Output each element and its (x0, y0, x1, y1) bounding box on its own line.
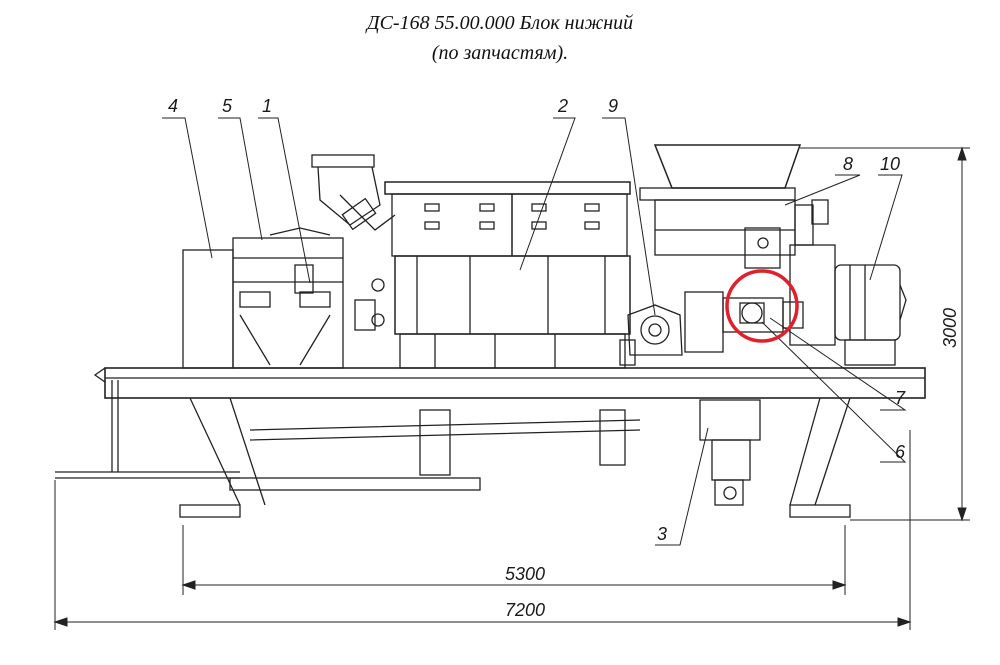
support-leg (699, 399, 761, 506)
unit-8-hopper (639, 144, 829, 269)
dimension-lines (53, 146, 970, 630)
callout-8: 8 (843, 154, 853, 174)
coupling-assembly (684, 291, 804, 353)
drawing-subtitle: (по запчастям). (431, 42, 569, 64)
unit-4-box (182, 227, 344, 369)
dimension-5300: 5300 (505, 564, 545, 584)
callout-4: 4 (168, 96, 178, 116)
callout-2: 2 (557, 96, 568, 116)
callout-10: 10 (880, 154, 900, 174)
unit-10-motor (789, 244, 907, 366)
callout-5: 5 (222, 96, 233, 116)
unit-2-crusher (354, 181, 631, 369)
callout-3: 3 (657, 524, 667, 544)
drawing-title: ДС-168 55.00.000 Блок нижний (366, 12, 634, 34)
highlight-circle (725, 269, 799, 343)
leader-lines (162, 117, 907, 546)
callout-7: 7 (895, 388, 906, 408)
unit-9-gear (619, 304, 683, 366)
base-frame (55, 367, 926, 518)
callout-6: 6 (895, 442, 906, 462)
feed-chute (311, 154, 396, 231)
dimension-7200: 7200 (505, 600, 545, 620)
callout-9: 9 (608, 96, 618, 116)
callout-1: 1 (262, 96, 272, 116)
dimension-3000: 3000 (940, 308, 960, 348)
